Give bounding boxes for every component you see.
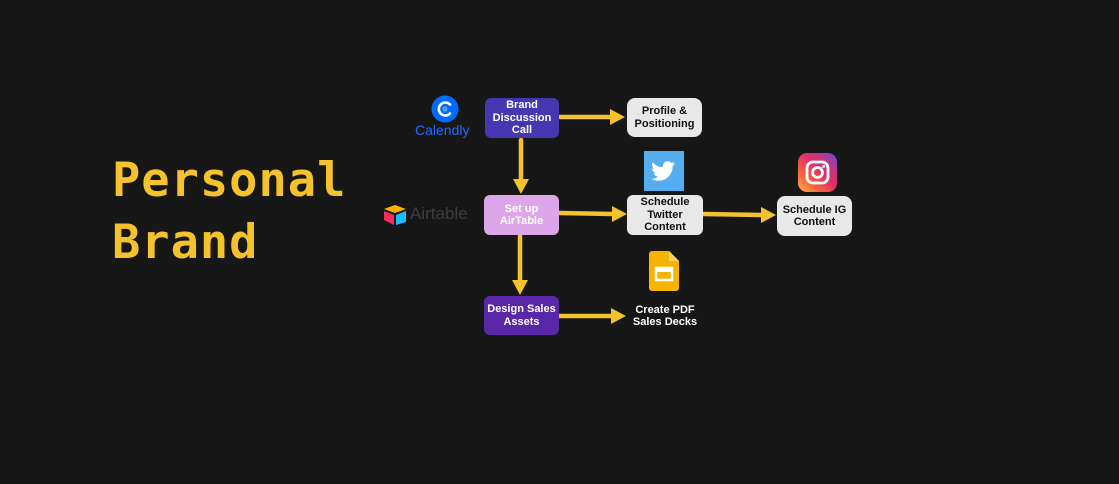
airtable-icon (382, 204, 408, 226)
schedule-twitter-node: Schedule Twitter Content (627, 195, 703, 235)
instagram-icon (798, 153, 837, 192)
arrowhead (611, 308, 626, 324)
arrowhead (610, 109, 625, 125)
arrow-twitter-to-instagram (700, 211, 765, 218)
setup-airtable-node: Set up AirTable (484, 195, 559, 235)
arrowhead (513, 179, 529, 194)
profile-positioning-node: Profile & Positioning (627, 98, 702, 137)
arrowhead (761, 207, 776, 223)
twitter-icon (644, 151, 684, 191)
arrowhead (612, 206, 627, 222)
arrow-airtable-to-twitter (556, 210, 616, 217)
airtable-logo-text: Airtable (410, 204, 468, 223)
calendly-icon (430, 94, 460, 124)
arrowhead (512, 280, 528, 295)
title-line-1: Personal (112, 153, 347, 208)
create-pdf-decks-node: Create PDF Sales Decks (632, 303, 698, 329)
calendly-logo-text: Calendly (415, 122, 470, 138)
schedule-ig-node: Schedule IG Content (777, 196, 852, 236)
brand-discussion-call-node: Brand Discussion Call (485, 98, 559, 138)
title-line-2: Brand (112, 215, 259, 270)
diagram-title: Personal Brand (112, 150, 346, 274)
google-slides-icon (649, 251, 679, 291)
design-sales-assets-node: Design Sales Assets (484, 296, 559, 335)
